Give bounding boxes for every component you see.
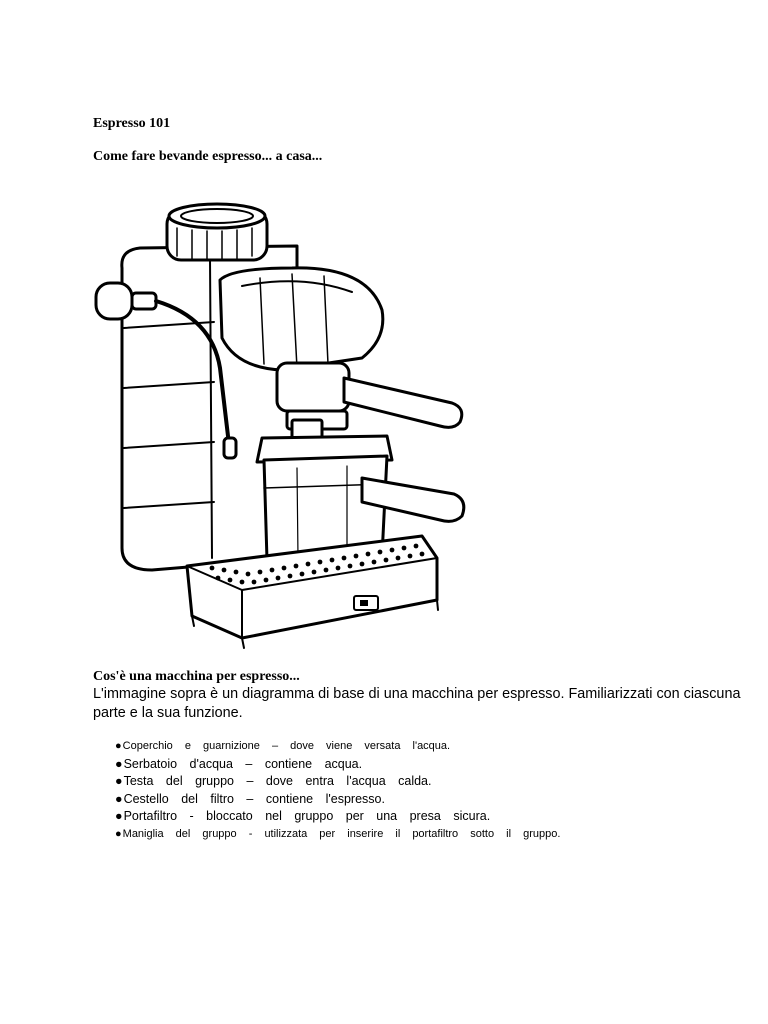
intro-paragraph: L'immagine sopra è un diagramma di base …: [93, 686, 741, 721]
group-head-housing: [218, 266, 385, 372]
carafe-handle: [360, 476, 466, 523]
list-item: ●Maniglia del gruppo - utilizzata per in…: [115, 826, 560, 844]
list-item: ●Serbatoio d'acqua – contiene acqua.: [115, 756, 560, 774]
drip-tray-grid: [209, 543, 425, 585]
bullet-icon: ●: [115, 756, 123, 771]
list-item: ●Coperchio e guarnizione – dove viene ve…: [115, 738, 560, 756]
list-item: ●Portafiltro - bloccato nel gruppo per u…: [115, 808, 560, 826]
section-heading: Cos'è una macchina per espresso...: [93, 669, 300, 684]
list-item-text: Testa del gruppo – dove entra l'acqua ca…: [123, 774, 432, 788]
bullet-icon: ●: [115, 740, 122, 752]
list-item-text: Cestello del filtro – contiene l'espress…: [123, 791, 385, 806]
list-item-text: Coperchio e guarnizione – dove viene ver…: [122, 740, 451, 752]
espresso-machine-icon: [94, 202, 466, 649]
steam-knob: [94, 281, 134, 321]
document-subtitle: Come fare bevande espresso... a casa...: [93, 149, 323, 164]
bullet-icon: ●: [115, 791, 123, 806]
bullet-icon: ●: [115, 809, 123, 823]
list-item-text: Maniglia del gruppo - utilizzata per ins…: [122, 827, 561, 840]
bullet-icon: ●: [115, 774, 123, 788]
list-item-text: Portafiltro - bloccato nel gruppo per un…: [123, 809, 491, 823]
list-item: ●Cestello del filtro – contiene l'espres…: [115, 791, 560, 809]
parts-list: ●Coperchio e guarnizione – dove viene ve…: [115, 738, 560, 843]
bullet-icon: ●: [115, 827, 122, 840]
upper-handle: [342, 376, 464, 429]
document-title: Espresso 101: [93, 116, 171, 131]
list-item-text: Serbatoio d'acqua – contiene acqua.: [123, 756, 363, 771]
group-head: [275, 361, 351, 413]
list-item: ●Testa del gruppo – dove entra l'acqua c…: [115, 773, 560, 791]
